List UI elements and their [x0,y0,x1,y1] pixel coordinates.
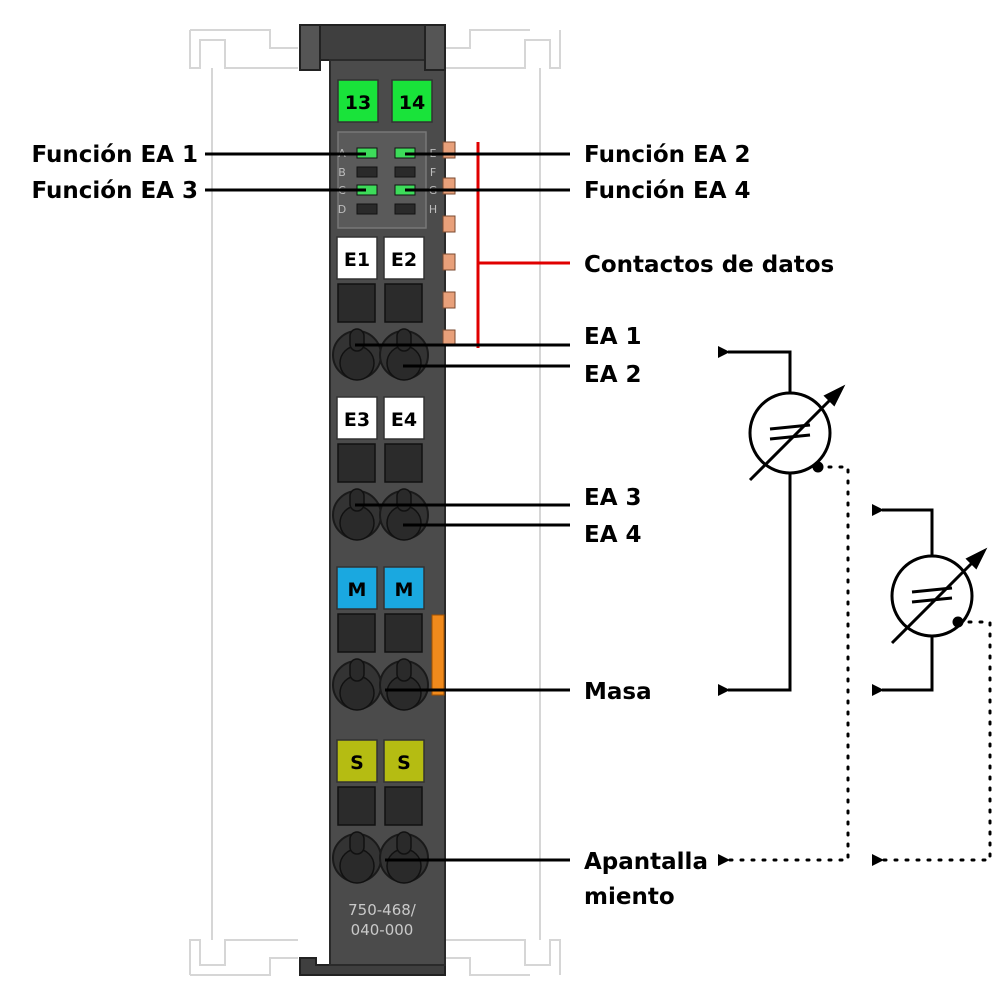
label-ea-1: EA 1 [584,324,642,350]
led-h [394,203,416,215]
led-letter-d: D [338,203,346,216]
push-button[interactable] [337,443,376,483]
leader-lines [205,152,570,862]
label-ea-4: EA 4 [584,522,642,548]
terminal-group: E1 E2 [332,236,429,381]
label-apantallamiento-2: miento [584,884,675,910]
label-funcion-ea-1: Función EA 1 [31,142,198,168]
callout-labels: Función EA 1 Función EA 3 Función EA 2 F… [31,142,834,910]
push-button[interactable] [384,283,423,323]
push-button[interactable] [337,786,376,826]
part-number-line1: 750-468/ [348,901,417,919]
terminal-label-box [383,566,425,610]
push-button[interactable] [384,613,423,653]
sensor-1 [718,346,850,866]
label-13-text: 13 [345,92,371,114]
part-number-line2: 040-000 [351,921,414,939]
data-contacts-bracket [476,142,570,348]
terminal-label-text: M [395,579,414,601]
terminal-label-box [336,566,378,610]
sensor-1-symbol [748,391,832,475]
led-panel: A B C D E F G H [337,131,437,229]
terminal-label-box [336,236,378,280]
terminal-label-box [383,236,425,280]
label-apantallamiento-1: Apantalla [584,849,708,875]
label-funcion-ea-3: Función EA 3 [31,178,198,204]
led-letter-f: F [430,166,436,179]
label-ea-2: EA 2 [584,362,642,388]
led-b [356,166,378,178]
label-14 [391,79,433,123]
label-13 [337,79,379,123]
terminal-label-box [383,739,425,783]
push-button[interactable] [337,283,376,323]
label-funcion-ea-4: Función EA 4 [584,178,751,204]
terminal-label-text: S [350,752,364,774]
label-contactos-de-datos: Contactos de datos [584,252,834,278]
label-funcion-ea-2: Función EA 2 [584,142,751,168]
led-letter-b: B [338,166,346,179]
terminal-label-box [336,396,378,440]
label-14-text: 14 [399,92,425,114]
terminal-label-text: M [348,579,367,601]
label-masa: Masa [584,679,652,705]
led-letter-h: H [429,203,437,216]
push-button[interactable] [384,786,423,826]
sensor-2 [872,504,992,866]
terminal-label-text: E3 [344,409,370,431]
data-contacts [442,141,456,347]
top-labels: 13 14 [337,79,433,123]
ground-contact-bar [431,614,445,696]
terminal-label-text: E2 [391,249,417,271]
terminal-label-box [336,739,378,783]
sensor-2-symbol [890,554,974,638]
led-f [394,166,416,178]
push-button[interactable] [384,443,423,483]
label-ea-3: EA 3 [584,485,642,511]
led-d [356,203,378,215]
terminal-label-text: E1 [344,249,370,271]
terminal-label-text: E4 [391,409,417,431]
terminal-label-text: S [397,752,411,774]
terminal-label-box [383,396,425,440]
push-button[interactable] [337,613,376,653]
